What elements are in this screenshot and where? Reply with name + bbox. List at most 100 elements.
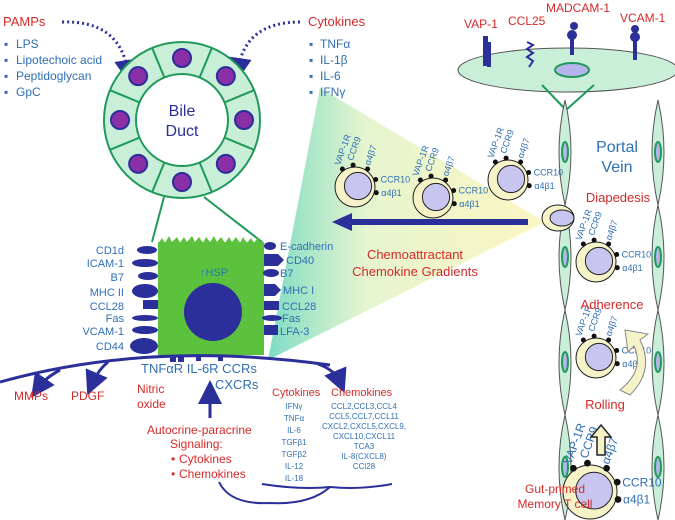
vein-cell-nucleus: [654, 141, 662, 163]
receptors-label-2: CXCRs: [215, 377, 259, 392]
memory-cell-label-1: Gut-primed: [525, 482, 585, 496]
right-markers: E-cadherin CD40 B7 MHC I CCL28 Fas LFA-3: [280, 241, 333, 338]
diapedesis-t-cell: [541, 204, 575, 232]
ccl25-label: CCL25: [508, 14, 546, 28]
duct-cell-nucleus: [172, 48, 192, 68]
svg-text:CXCL10,CXCL11: CXCL10,CXCL11: [333, 432, 396, 441]
marker-dot: [614, 347, 620, 353]
chemokine-list-title: Chemokines: [331, 387, 393, 399]
svg-text:IL-12: IL-12: [285, 462, 304, 471]
diapedesis-label: Diapedesis: [586, 190, 651, 205]
vein-cell-nucleus: [561, 351, 569, 373]
t-cell-marker-label: CCR10: [534, 168, 564, 178]
svg-text:IFNγ: IFNγ: [286, 402, 303, 411]
marker-dot: [526, 169, 532, 175]
duct-cell-border: [109, 136, 140, 151]
t-cell-marker-label: CCR10: [381, 175, 411, 185]
marker-dot: [350, 162, 356, 168]
svg-text:LFA-3: LFA-3: [280, 326, 309, 338]
t-cell-marker-label: CCR10: [622, 250, 652, 260]
cytokines-dotted-arrow: [227, 20, 301, 82]
marker-dot: [373, 176, 379, 182]
svg-text:LPS: LPS: [16, 37, 39, 51]
marker-dot: [584, 459, 591, 467]
svg-text:Peptidoglycan: Peptidoglycan: [16, 69, 91, 83]
rolling-up-arrow: [589, 423, 613, 456]
duct-cell-nucleus: [172, 172, 192, 192]
svg-text:TNFα: TNFα: [284, 414, 305, 423]
marker-dot: [428, 173, 434, 179]
zoom-lines: [151, 196, 263, 243]
t-cell-marker-label: α4β7: [515, 137, 531, 160]
cholangiocyte: [158, 236, 264, 355]
signaling-item-1: Cytokines: [179, 452, 232, 466]
mmps-arrow: [31, 368, 61, 398]
duct-cell-border: [198, 162, 213, 193]
marker-dot: [492, 159, 498, 165]
t-cell-marker-label: α4β1: [623, 493, 651, 507]
svg-text:Fas: Fas: [282, 313, 301, 325]
svg-text:IL-8(CXCL8): IL-8(CXCL8): [342, 452, 387, 461]
gradient-label-2: Chemokine Gradients: [352, 264, 478, 279]
marker-dot: [443, 177, 449, 183]
duct-cell-border: [151, 162, 166, 193]
vap1-label: VAP-1: [464, 17, 498, 31]
bile-duct-label: Bile: [169, 103, 196, 120]
svg-text:CD44: CD44: [96, 341, 124, 353]
vcam1-label: VCAM-1: [620, 11, 666, 25]
oxide-label: oxide: [137, 397, 166, 411]
signaling-item-2: Chemokines: [179, 467, 246, 481]
adherence-label: Adherence: [581, 297, 644, 312]
svg-text:MHC I: MHC I: [283, 285, 314, 297]
cytokine-list-title: Cytokines: [272, 387, 321, 399]
cytokines-top-list: ▪TNFα ▪IL-1β ▪IL-6 ▪IFNγ: [309, 37, 350, 99]
marker-dot: [451, 187, 457, 193]
svg-text:▪: ▪: [4, 85, 8, 99]
bile-duct-ring: [103, 41, 261, 199]
marker-dot: [451, 201, 457, 207]
marker-dot: [603, 464, 610, 472]
svg-text:Lipotechoic acid: Lipotechoic acid: [16, 53, 102, 67]
svg-text:CCL2,CCL3,CCL4: CCL2,CCL3,CCL4: [331, 402, 397, 411]
marker-dot: [339, 166, 345, 172]
signaling-line2: Signaling:: [170, 437, 223, 451]
endothelium-zoom-lines: [541, 84, 595, 111]
marker-dot: [606, 241, 612, 247]
nitric-label: Nitric: [137, 382, 164, 396]
t-cell-marker-label: α4β7: [603, 219, 619, 242]
left-marker-shapes: [130, 246, 158, 354]
cytokine-list: IFNγ TNFα IL-6 TGFβ1 TGFβ2 IL-12 IL-18: [281, 402, 307, 483]
svg-text:TCA3: TCA3: [354, 442, 375, 451]
left-markers: CD1d ICAM-1 B7 MHC II CCL28 Fas VCAM-1 C…: [82, 245, 124, 353]
duct-cell-nucleus: [234, 110, 254, 130]
marker-dot: [606, 337, 612, 343]
hsp-label: ↑HSP: [200, 267, 228, 279]
signaling-bullet-1: •: [171, 452, 175, 466]
duct-cell-nucleus: [215, 66, 236, 87]
vein-cell-nucleus: [654, 351, 662, 373]
pamps-list: ▪LPS ▪Lipotechoic acid ▪Peptidoglycan ▪G…: [4, 37, 102, 99]
vein-cell-nucleus: [561, 141, 569, 163]
svg-text:IL-1β: IL-1β: [320, 53, 348, 67]
marker-dot: [613, 478, 621, 486]
svg-text:B7: B7: [280, 268, 293, 280]
svg-text:▪: ▪: [309, 53, 313, 67]
mmps-label: MMPs: [14, 389, 48, 403]
duct-cell-border: [151, 47, 166, 78]
signaling-bullet-2: •: [171, 467, 175, 481]
signaling-line1: Autocrine-paracrine: [147, 423, 252, 437]
pamps-dotted-arrow: [61, 20, 139, 84]
cytokines-top-title: Cytokines: [308, 14, 366, 29]
portal-vein-label-2: Vein: [601, 159, 632, 176]
pdgf-arrow: [85, 360, 109, 396]
vein-cell-nucleus: [654, 456, 662, 478]
marker-dot: [518, 159, 524, 165]
t-cell-marker-label: α4β1: [622, 359, 642, 369]
svg-text:CD40: CD40: [286, 255, 314, 267]
svg-text:CXCL2,CXCL5,CXCL9,: CXCL2,CXCL5,CXCL9,: [322, 422, 406, 431]
vein-cell-nucleus: [654, 246, 662, 268]
pamps-title: PAMPs: [3, 14, 46, 29]
